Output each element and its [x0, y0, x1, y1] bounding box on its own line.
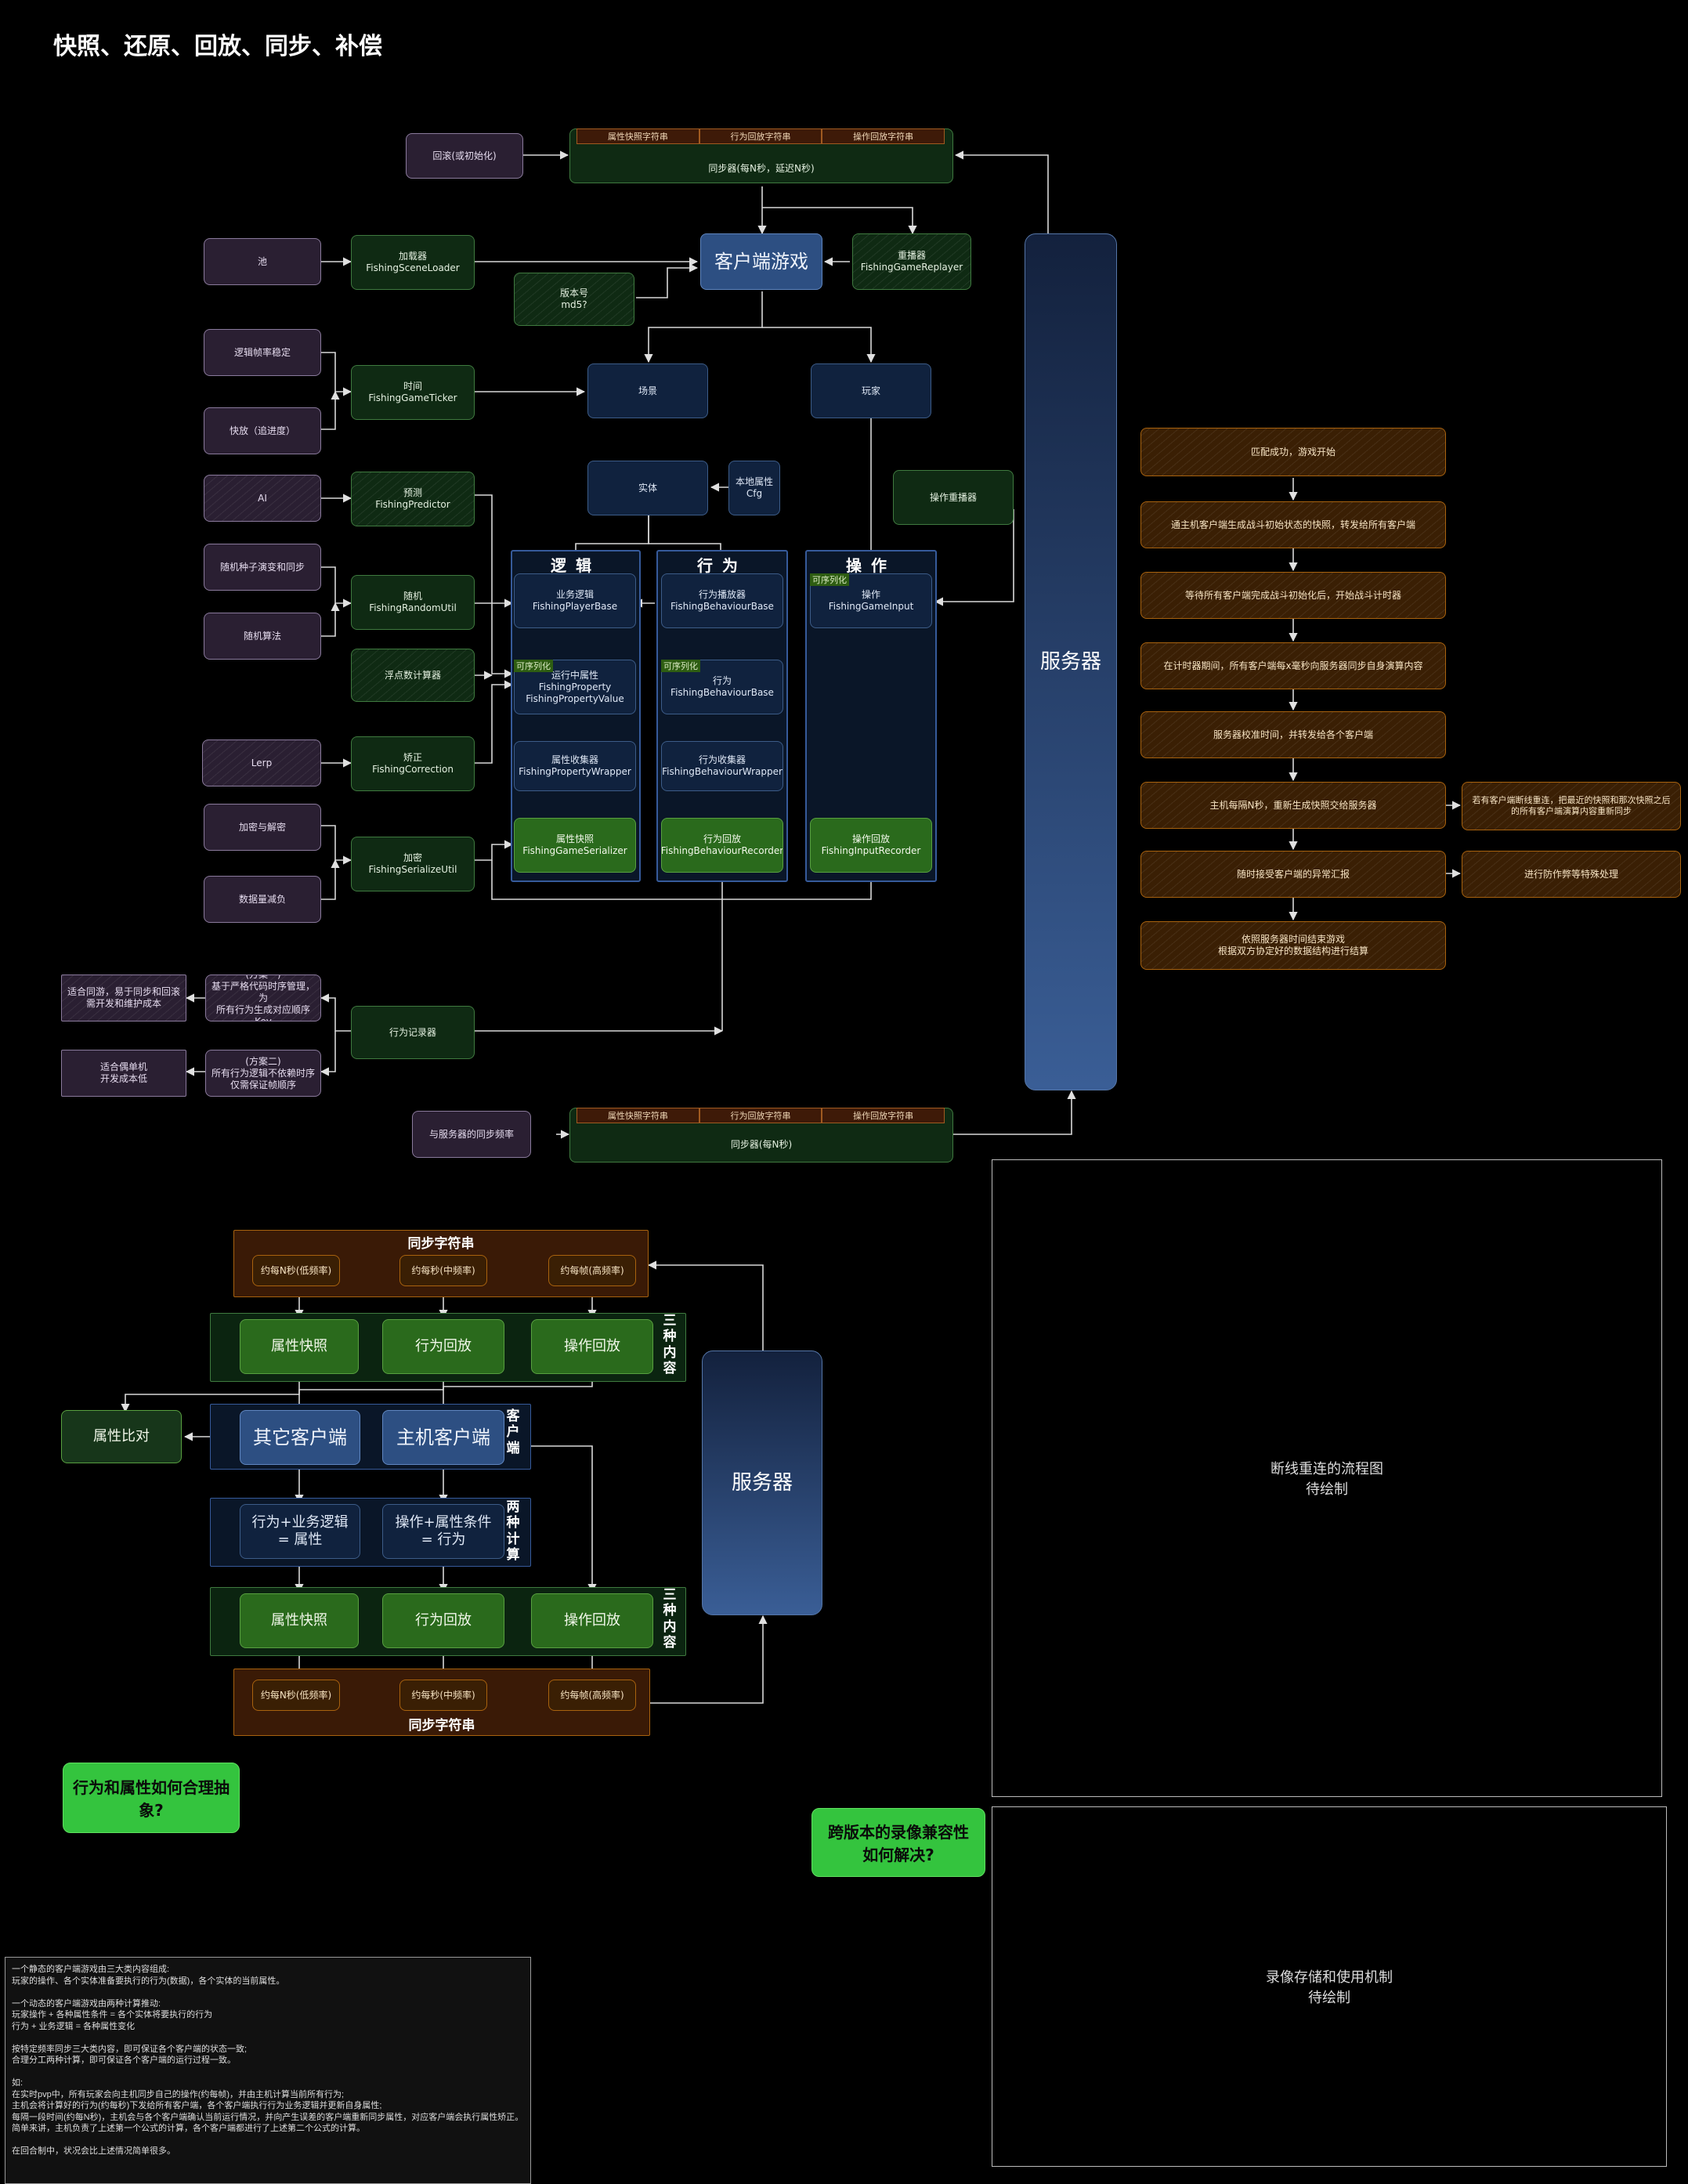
reconnect-flow-frame: 断线重连的流程图 待绘制: [992, 1159, 1662, 1797]
serializable-tag: 可序列化: [810, 573, 849, 586]
sync-bottom-segment: 属性快照字符串: [577, 1108, 699, 1123]
sync-string-top-title: 同步字符串: [407, 1236, 475, 1252]
plan2-note: 适合偶单机 开发成本低: [61, 1050, 186, 1097]
content-behaviour-top[interactable]: 行为回放: [382, 1319, 504, 1374]
local-cfg-node[interactable]: 本地属性 Cfg: [728, 461, 780, 515]
content-operation-top[interactable]: 操作回放: [531, 1319, 653, 1374]
freq-low-top[interactable]: 约每N秒(低频率): [252, 1255, 340, 1286]
calc-behaviour-node[interactable]: 行为+业务逻辑 = 属性: [240, 1504, 360, 1559]
two-calc-label: 两种计算: [506, 1499, 520, 1564]
ticker-node[interactable]: 时间 FishingGameTicker: [351, 365, 475, 420]
flow-step-5[interactable]: 服务器校准时间，并转发给各个客户端: [1140, 711, 1446, 758]
flow-step-8[interactable]: 依照服务器时间结束游戏 根据双方协定好的数据结构进行结算: [1140, 921, 1446, 970]
scene-loader-node[interactable]: 加载器 FishingSceneLoader: [351, 235, 475, 290]
scene-node[interactable]: 场景: [587, 363, 708, 418]
behaviour-item-recorder[interactable]: 行为回放 FishingBehaviourRecorder: [661, 818, 783, 873]
rollback-node[interactable]: 回滚(或初始化): [406, 133, 523, 179]
freq-mid-top[interactable]: 约每秒(中频率): [399, 1255, 487, 1286]
sync-bottom-label: 同步器(每N秒): [730, 1139, 793, 1150]
sync-freq-node[interactable]: 与服务器的同步频率: [412, 1111, 531, 1158]
flow-step-1[interactable]: 匹配成功，游戏开始: [1140, 428, 1446, 476]
content-property-top[interactable]: 属性快照: [240, 1319, 359, 1374]
flow-step-2[interactable]: 通主机客户端生成战斗初始状态的快照，转发给所有客户端: [1140, 501, 1446, 548]
page-title: 快照、还原、回放、同步、补偿: [53, 33, 382, 60]
pool-node[interactable]: 池: [204, 238, 321, 285]
other-client-node[interactable]: 其它客户端: [240, 1410, 360, 1465]
lerp-node[interactable]: Lerp: [202, 739, 321, 786]
op-replayer-node[interactable]: 操作重播器: [893, 470, 1014, 525]
version-node[interactable]: 版本号 md5?: [514, 273, 634, 326]
flow-step-7[interactable]: 随时接受客户端的异常汇报: [1140, 851, 1446, 898]
behaviour-item-player[interactable]: 行为播放器 FishingBehaviourBase: [661, 573, 783, 628]
server-node-bottom[interactable]: 服务器: [702, 1351, 822, 1615]
flow-step-3[interactable]: 等待所有客户端完成战斗初始化后，开始战斗计时器: [1140, 572, 1446, 619]
content-property-bottom[interactable]: 属性快照: [240, 1593, 359, 1648]
data-reduce-node[interactable]: 数据量减负: [204, 876, 321, 923]
flow-step-6[interactable]: 主机每隔N秒，重新生成快照交给服务器: [1140, 782, 1446, 829]
three-contents-label-top: 三种内容: [663, 1313, 677, 1377]
sync-top-segment: 行为回放字符串: [699, 128, 822, 144]
plan2-node[interactable]: (方案二) 所有行为逻辑不依赖时序 仅需保证帧顺序: [205, 1050, 321, 1097]
random-algo-node[interactable]: 随机算法: [204, 613, 321, 660]
sync-top-label: 同步器(每N秒，延迟N秒): [708, 163, 815, 174]
sync-top-segments: 属性快照字符串 行为回放字符串 操作回放字符串: [577, 128, 945, 144]
logic-frame-node[interactable]: 逻辑帧率稳定: [204, 329, 321, 376]
player-node[interactable]: 玩家: [811, 363, 931, 418]
float-calc-node[interactable]: 浮点数计算器: [351, 649, 475, 702]
sync-bottom-segment: 行为回放字符串: [699, 1108, 822, 1123]
plan1-note: 适合同游，易于同步和回滚 需开发和维护成本: [61, 974, 186, 1021]
sync-string-bottom-title: 同步字符串: [408, 1718, 475, 1734]
calc-operation-node[interactable]: 操作+属性条件 = 行为: [382, 1504, 504, 1559]
content-operation-bottom[interactable]: 操作回放: [531, 1593, 653, 1648]
freq-mid-bottom[interactable]: 约每秒(中频率): [399, 1680, 487, 1711]
three-contents-label-bottom: 三种内容: [663, 1587, 677, 1651]
notes-panel: 一个静态的客户端游戏由三大类内容组成: 玩家的操作、各个实体准备要执行的行为(数…: [5, 1957, 531, 2184]
recording-storage-frame: 录像存储和使用机制 待绘制: [992, 1806, 1667, 2167]
operation-lane-title: 操作: [846, 556, 896, 575]
entity-node[interactable]: 实体: [587, 461, 708, 515]
server-node-top[interactable]: 服务器: [1025, 233, 1117, 1090]
operation-item-recorder[interactable]: 操作回放 FishingInputRecorder: [810, 818, 932, 873]
serializable-tag: 可序列化: [514, 660, 553, 672]
logic-item-serializer[interactable]: 属性快照 FishingGameSerializer: [514, 818, 636, 873]
fast-forward-node[interactable]: 快放（追进度）: [204, 407, 321, 454]
random-seed-node[interactable]: 随机种子演变和同步: [204, 544, 321, 591]
correction-node[interactable]: 矫正 FishingCorrection: [351, 736, 475, 791]
content-behaviour-bottom[interactable]: 行为回放: [382, 1593, 504, 1648]
flow-side-anticheat[interactable]: 进行防作弊等特殊处理: [1462, 851, 1681, 898]
question-abstraction[interactable]: 行为和属性如何合理抽象?: [63, 1763, 240, 1833]
plan1-node[interactable]: (方案一) 基于严格代码时序管理，为 所有行为生成对应顺序Key: [205, 974, 321, 1021]
behaviour-item-wrapper[interactable]: 行为收集器 FishingBehaviourWrapper: [661, 741, 783, 791]
flow-step-4[interactable]: 在计时器期间，所有客户端每x毫秒向服务器同步自身演算内容: [1140, 642, 1446, 689]
encrypt-node[interactable]: 加密与解密: [204, 804, 321, 851]
question-version-compat[interactable]: 跨版本的录像兼容性 如何解决?: [811, 1808, 985, 1877]
ai-node[interactable]: AI: [204, 475, 321, 522]
logic-item-property-wrapper[interactable]: 属性收集器 FishingPropertyWrapper: [514, 741, 636, 791]
freq-high-top[interactable]: 约每帧(高频率): [548, 1255, 636, 1286]
logic-lane-title: 逻辑: [551, 556, 601, 575]
predictor-node[interactable]: 预测 FishingPredictor: [351, 472, 475, 526]
freq-high-bottom[interactable]: 约每帧(高频率): [548, 1680, 636, 1711]
sync-top-segment: 操作回放字符串: [822, 128, 945, 144]
flow-side-reconnect[interactable]: 若有客户端断线重连，把最近的快照和那次快照之后 的所有客户端演算内容重新同步: [1462, 782, 1681, 830]
serializable-tag: 可序列化: [661, 660, 700, 672]
logic-item-player-base[interactable]: 业务逻辑 FishingPlayerBase: [514, 573, 636, 628]
replayer-node[interactable]: 重播器 FishingGameReplayer: [852, 233, 971, 290]
client-game-node[interactable]: 客户端游戏: [700, 233, 822, 290]
compare-node[interactable]: 属性比对: [61, 1410, 182, 1463]
sync-top-segment: 属性快照字符串: [577, 128, 699, 144]
random-util-node[interactable]: 随机 FishingRandomUtil: [351, 575, 475, 630]
clients-label: 客户端: [506, 1408, 520, 1456]
freq-low-bottom[interactable]: 约每N秒(低频率): [252, 1680, 340, 1711]
behaviour-recorder-node[interactable]: 行为记录器: [351, 1006, 475, 1059]
serialize-util-node[interactable]: 加密 FishingSerializeUtil: [351, 837, 475, 891]
behaviour-lane-title: 行为: [697, 556, 747, 575]
host-client-node[interactable]: 主机客户端: [382, 1410, 504, 1465]
sync-bottom-segments: 属性快照字符串 行为回放字符串 操作回放字符串: [577, 1108, 945, 1123]
sync-bottom-segment: 操作回放字符串: [822, 1108, 945, 1123]
